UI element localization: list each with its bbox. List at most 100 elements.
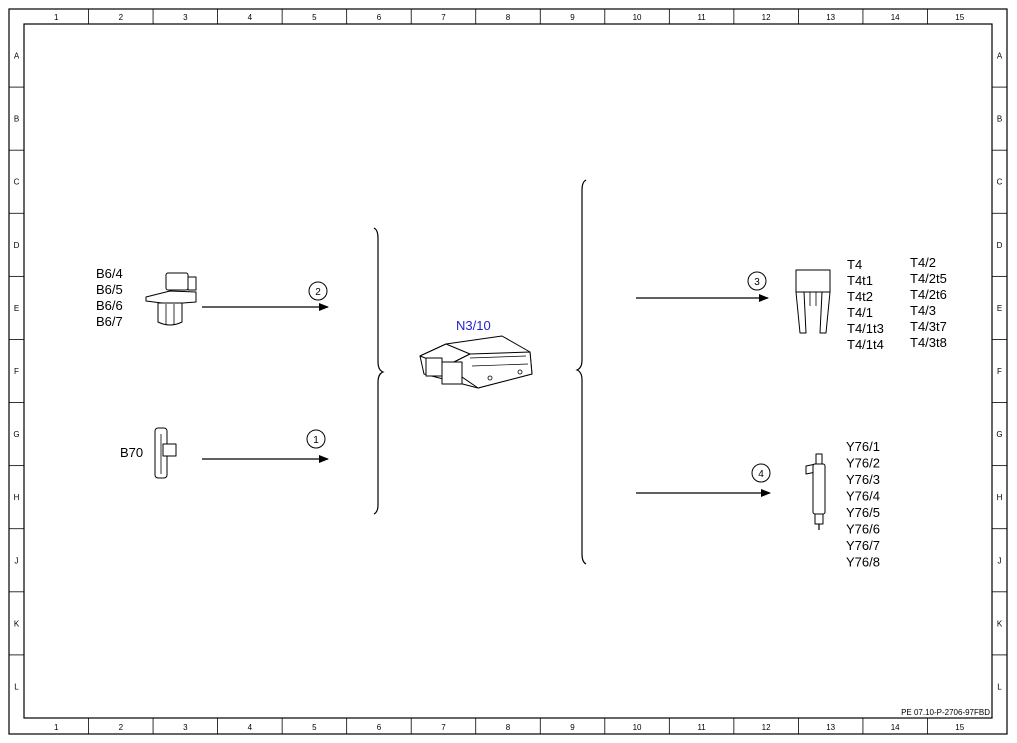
grid-column-top: 10 xyxy=(633,13,642,22)
grid-column-top: 9 xyxy=(570,13,575,22)
y76-label: Y76/6 xyxy=(846,522,880,537)
b70-sensor-group: B70 1 xyxy=(120,427,329,479)
arrow-3-badge: 3 xyxy=(747,271,767,291)
b6-label-3: B6/6 xyxy=(96,298,123,313)
grid-column-top: 12 xyxy=(762,13,771,22)
y76-label: Y76/2 xyxy=(846,456,880,471)
grid-row-right: C xyxy=(997,178,1003,187)
grid-column-top: 7 xyxy=(441,13,446,22)
grid-column-top: 6 xyxy=(377,13,382,22)
grid-column-top: 8 xyxy=(506,13,511,22)
grid-column-top: 13 xyxy=(826,13,835,22)
grid-row-right: A xyxy=(997,52,1003,61)
grid-row-left: L xyxy=(14,682,19,691)
grid-row-left: E xyxy=(14,304,19,313)
grid-column-bottom: 5 xyxy=(312,723,317,732)
t4-label: T4/3t8 xyxy=(910,335,947,350)
arrow-3-number: 3 xyxy=(754,277,760,288)
t4-label: T4/1 xyxy=(847,305,873,320)
grid-column-bottom: 15 xyxy=(955,723,964,732)
t4-label: T4/2 xyxy=(910,255,936,270)
arrow-4-badge: 4 xyxy=(751,463,771,483)
output-brace xyxy=(575,179,587,565)
y76-label: Y76/8 xyxy=(846,555,880,570)
grid-row-right: E xyxy=(997,304,1002,313)
b6-label-1: B6/4 xyxy=(96,266,123,281)
grid-row-left: A xyxy=(14,52,20,61)
arrow-2-badge: 2 xyxy=(308,281,328,301)
grid-column-top: 14 xyxy=(891,13,900,22)
t4-label: T4t1 xyxy=(847,273,873,288)
t4-label: T4/1t3 xyxy=(847,321,884,336)
t4-component-icon xyxy=(795,269,831,334)
t4-label: T4/1t4 xyxy=(847,337,884,352)
arrow-4-number: 4 xyxy=(758,469,764,480)
grid-row-right: F xyxy=(997,367,1002,376)
grid-column-bottom: 2 xyxy=(119,723,124,732)
arrow-1-number: 1 xyxy=(313,435,319,446)
b6-sensor-icon xyxy=(145,272,197,326)
drawing-frame xyxy=(8,8,1008,735)
b6-label-4: B6/7 xyxy=(96,314,123,329)
grid-column-bottom: 3 xyxy=(183,723,188,732)
grid-column-bottom: 11 xyxy=(697,723,706,732)
grid-column-bottom: 8 xyxy=(506,723,511,732)
y76-label: Y76/7 xyxy=(846,538,880,553)
y76-label: Y76/3 xyxy=(846,472,880,487)
grid-row-left: K xyxy=(14,619,20,628)
grid-column-bottom: 10 xyxy=(633,723,642,732)
grid-column-bottom: 14 xyxy=(891,723,900,732)
grid-row-right: H xyxy=(997,493,1003,502)
grid-column-top: 15 xyxy=(955,13,964,22)
grid-column-bottom: 6 xyxy=(377,723,382,732)
b70-label: B70 xyxy=(120,445,143,460)
y76-label: Y76/1 xyxy=(846,439,880,454)
grid-column-bottom: 12 xyxy=(762,723,771,732)
arrow-1-badge: 1 xyxy=(306,429,326,449)
grid-row-right: D xyxy=(997,241,1003,250)
y76-output-group: 4 Y76/1Y76/2Y76/3Y76/4Y76/5Y76/6Y76/7Y76… xyxy=(636,439,880,570)
grid-row-right: L xyxy=(997,682,1002,691)
grid-column-bottom: 9 xyxy=(570,723,575,732)
grid-row-right: B xyxy=(997,115,1002,124)
ecu-icon xyxy=(419,335,533,389)
injector-icon xyxy=(805,453,826,530)
ecu-label: N3/10 xyxy=(456,318,491,333)
b6-label-2: B6/5 xyxy=(96,282,123,297)
grid-column-top: 11 xyxy=(697,13,706,22)
grid-row-left: F xyxy=(14,367,19,376)
b70-sensor-icon xyxy=(154,427,177,479)
grid-row-left: B xyxy=(14,115,19,124)
grid-column-bottom: 13 xyxy=(826,723,835,732)
t4-label: T4/2t5 xyxy=(910,271,947,286)
b6-sensor-group: B6/4 B6/5 B6/6 B6/7 2 xyxy=(96,266,329,329)
grid-row-right: G xyxy=(996,430,1002,439)
grid-row-left: H xyxy=(14,493,20,502)
t4-label: T4t2 xyxy=(847,289,873,304)
y76-label: Y76/5 xyxy=(846,505,880,520)
grid-column-markers: 1122334455667788991010111112121313141415… xyxy=(54,9,965,734)
grid-column-top: 2 xyxy=(119,13,124,22)
y76-label: Y76/4 xyxy=(846,489,880,504)
grid-column-top: 5 xyxy=(312,13,317,22)
grid-column-top: 3 xyxy=(183,13,188,22)
t4-label: T4 xyxy=(847,257,862,272)
t4-label: T4/3t7 xyxy=(910,319,947,334)
reference-code: PE 07.10-P-2706-97FBD xyxy=(901,708,990,717)
t4-label: T4/3 xyxy=(910,303,936,318)
grid-row-left: G xyxy=(13,430,19,439)
grid-row-right: K xyxy=(997,619,1003,628)
grid-column-bottom: 1 xyxy=(54,723,59,732)
grid-row-left: D xyxy=(14,241,20,250)
grid-column-bottom: 7 xyxy=(441,723,446,732)
grid-row-left: J xyxy=(15,556,19,565)
input-brace xyxy=(373,227,385,515)
ecu-group: N3/10 xyxy=(419,318,533,389)
arrow-2-number: 2 xyxy=(315,287,321,298)
